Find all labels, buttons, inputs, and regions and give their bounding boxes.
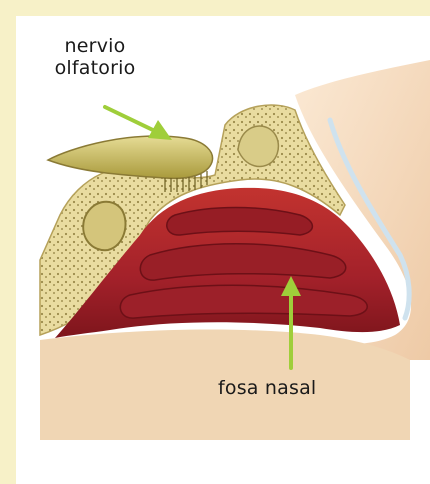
label-olfactory-nerve-line-2: olfatorio xyxy=(35,57,155,79)
sphenoid-sinus xyxy=(83,202,125,250)
label-olfactory-nerve: nervio olfatorio xyxy=(35,35,155,79)
arrow-olfactory-nerve xyxy=(105,107,172,140)
label-olfactory-nerve-line-1: nervio xyxy=(35,35,155,57)
olfactory-bulb xyxy=(48,136,213,178)
label-nasal-cavity: fosa nasal xyxy=(218,377,316,399)
